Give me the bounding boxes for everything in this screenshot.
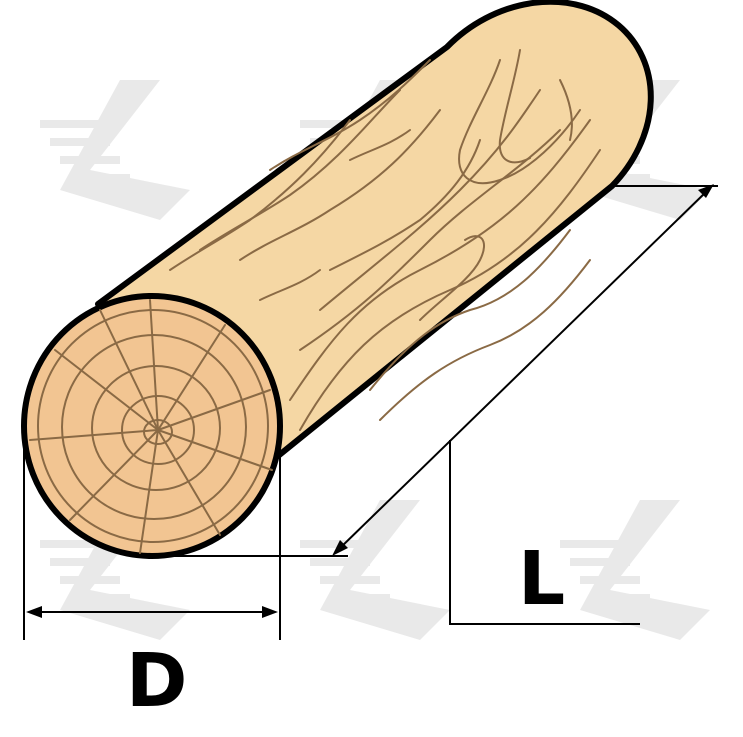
radial-cracks bbox=[29, 299, 273, 554]
wood-grain bbox=[169, 49, 601, 431]
length-dimension bbox=[152, 184, 718, 625]
log-end-face bbox=[21, 293, 283, 559]
diameter-dimension bbox=[23, 430, 281, 640]
diameter-arrow-left bbox=[26, 606, 42, 618]
watermark-logo bbox=[40, 80, 190, 220]
length-label: L bbox=[518, 536, 565, 622]
watermark-logo bbox=[40, 500, 190, 640]
diameter-arrow-right bbox=[262, 606, 278, 618]
length-leader bbox=[449, 440, 640, 625]
length-arrow-far bbox=[698, 184, 714, 198]
log bbox=[21, 0, 654, 559]
watermark-logo bbox=[300, 500, 450, 640]
length-arrow-near bbox=[332, 540, 348, 556]
length-dimension-line bbox=[337, 189, 709, 551]
diameter-label: D bbox=[126, 638, 187, 724]
growth-rings bbox=[37, 309, 269, 543]
watermark-logo bbox=[560, 500, 710, 640]
